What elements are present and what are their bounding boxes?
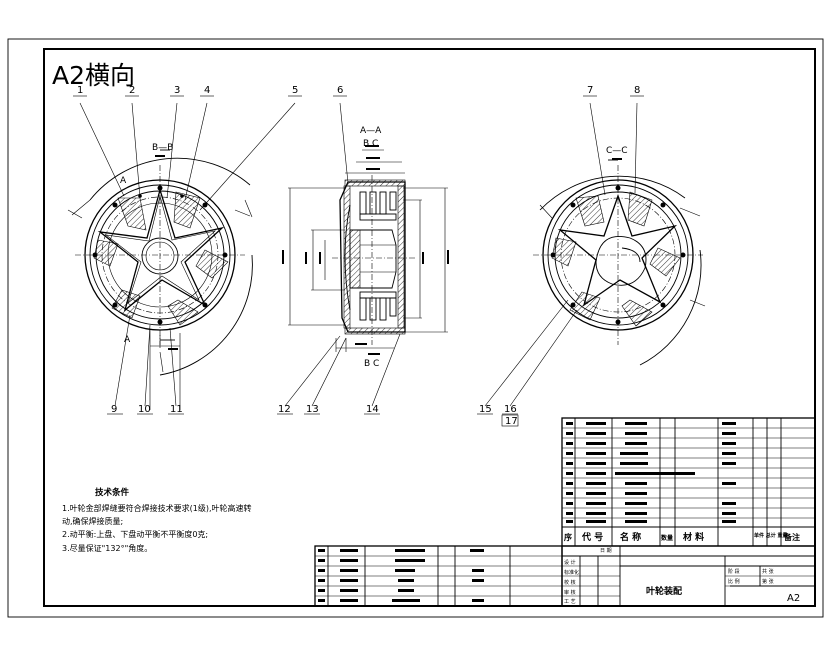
balloon-3: 3: [174, 85, 180, 96]
section-a-bottom: A: [124, 335, 131, 345]
section-label-cc: C—C: [606, 146, 628, 156]
left-view-bb: B—B A A: [67, 143, 253, 410]
parts-header-remark: 备注: [783, 532, 800, 542]
balloon-10: 10: [138, 404, 151, 415]
tech-item-4: 3.尽量保证"132°"角度。: [62, 543, 152, 553]
balloon-8: 8: [634, 85, 640, 96]
section-label-bc-top: B C: [363, 139, 378, 149]
balloon-5: 5: [292, 85, 298, 96]
balloon-numbers: 1 2 3 4 5 6 7 8 9 10 11 12 13 14 15 16 1…: [77, 85, 640, 427]
balloon-6: 6: [337, 85, 343, 96]
parts-header-material: 材 料: [682, 531, 704, 543]
title-label-review: 审 核: [564, 589, 576, 596]
parts-header-no: 序: [564, 532, 572, 542]
balloon-11: 11: [170, 404, 183, 415]
title-label-date: 日 期: [600, 548, 612, 554]
section-a-top: A: [120, 176, 127, 186]
balloon-17: 17: [505, 416, 518, 427]
title-block: 设 计 标准化 校 核 审 核 工 艺 日 期 阶 段 共 张 第 张 比 例 …: [561, 545, 816, 607]
format-label: A2横向: [52, 61, 135, 90]
balloon-16: 16: [504, 404, 517, 415]
balloon-12: 12: [278, 404, 291, 415]
balloon-13: 13: [306, 404, 319, 415]
blades-bottom: [359, 291, 397, 321]
balloon-14: 14: [366, 404, 379, 415]
parts-list-lower: [314, 545, 563, 607]
tech-item-3: 2.动平衡:上盘、下盘动平衡不平衡度0克;: [62, 529, 208, 539]
parts-header-code: 代 号: [581, 531, 603, 543]
balloon-2: 2: [129, 85, 135, 96]
parts-header-name: 名 称: [620, 531, 641, 543]
drawing-name: 叶轮装配: [646, 585, 682, 597]
balloon-1: 1: [77, 85, 83, 96]
parts-list-upper: 序 代 号 名 称 数量 材 料 单件 总计 重量 备注: [561, 417, 816, 547]
section-label-bb: B—B: [152, 143, 173, 153]
tech-item-2: 动,确保焊接质量;: [62, 516, 123, 526]
parts-header-weight: 单件 总计 重量: [754, 532, 787, 539]
title-label-stage: 阶 段: [728, 568, 740, 575]
tech-item-1: 1.叶轮金部焊缝要符合焊接技术要求(1级),叶轮高速转: [62, 503, 252, 513]
balloon-4: 4: [204, 85, 210, 96]
section-label-bc-bottom: B C: [364, 359, 379, 369]
title-label-process: 工 艺: [564, 599, 576, 605]
title-label-check: 校 核: [564, 579, 576, 586]
paper-size-label: A2: [787, 593, 800, 604]
leader-lines: [73, 95, 644, 415]
middle-view-aa: A—A B C B C: [282, 126, 449, 369]
balloon-15: 15: [479, 404, 492, 415]
tech-title: 技术条件: [95, 487, 130, 498]
parts-header-qty: 数量: [661, 534, 673, 542]
blades-top: [359, 191, 397, 221]
parts-cell-marks: [566, 422, 736, 523]
title-label-scale: 比 例: [728, 578, 740, 585]
title-label-standard: 标准化: [564, 569, 579, 576]
title-label-sheet: 第 张: [762, 578, 774, 585]
balloon-9: 9: [111, 404, 117, 415]
section-label-aa: A—A: [360, 126, 382, 136]
right-view-cc: C—C: [533, 146, 706, 366]
title-label-design: 设 计: [564, 559, 576, 566]
tech-requirements: 技术条件 1.叶轮金部焊缝要符合焊接技术要求(1级),叶轮高速转 动,确保焊接质…: [62, 487, 252, 553]
inner-frame: [43, 48, 816, 607]
outer-border: [7, 38, 824, 618]
title-label-total: 共 张: [762, 568, 774, 575]
balloon-7: 7: [587, 85, 593, 96]
